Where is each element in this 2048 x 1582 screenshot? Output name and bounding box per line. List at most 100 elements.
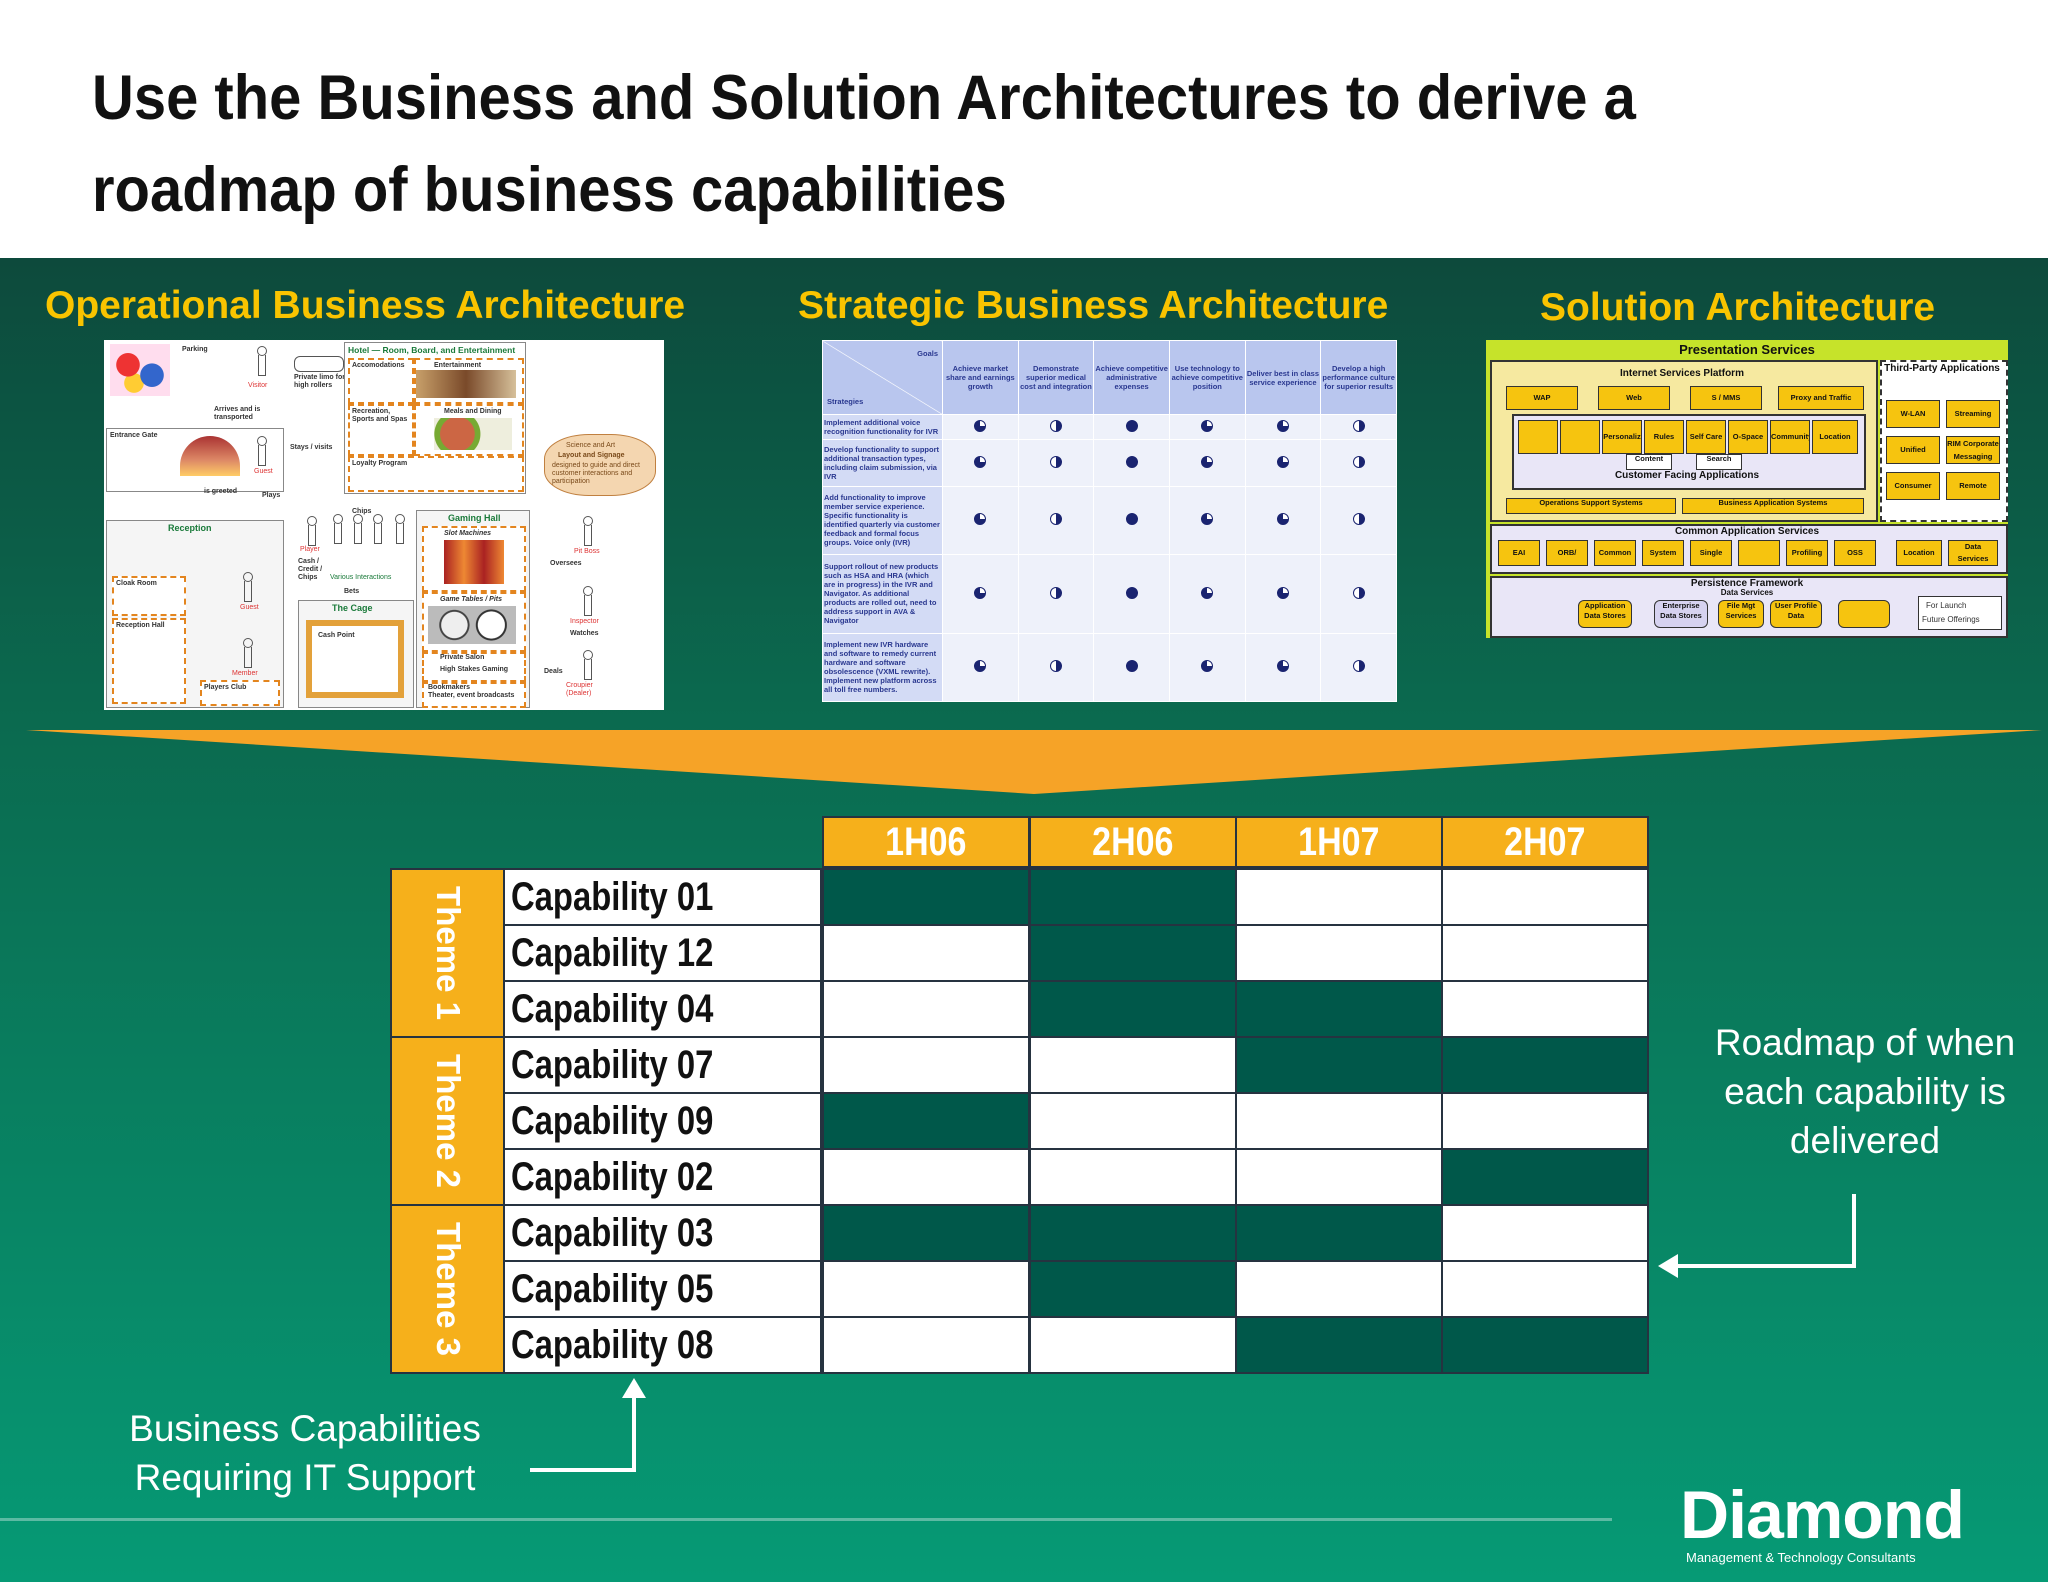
private-salon-label: Private Salon: [440, 654, 485, 661]
dice-image: [428, 606, 516, 644]
parking-label: Parking: [182, 346, 208, 353]
various-interactions-label: Various Interactions: [330, 574, 392, 581]
harvey-ball-icon: [1352, 660, 1365, 673]
score-cell: [1168, 632, 1246, 702]
reception-hall-label: Reception Hall: [116, 622, 165, 629]
presentation-services-label: Presentation Services: [1679, 342, 1815, 357]
cash-point-label: Cash Point: [318, 632, 355, 639]
consumer-block: Consumer Messaging: [1886, 472, 1940, 500]
score-cell: [1320, 485, 1397, 555]
bets-label: Bets: [344, 588, 360, 595]
self-care-block: Self Care: [1686, 420, 1726, 454]
meals-image: [434, 418, 512, 450]
period-header: 1H07: [1235, 816, 1443, 868]
plays-label: Plays: [262, 492, 281, 499]
harvey-ball-icon: [974, 455, 987, 468]
delivery-cell-empty: [1441, 1260, 1649, 1318]
recreation-label: Recreation, Sports and Spas: [352, 408, 408, 423]
capability-name-cell: Capability 09: [503, 1092, 822, 1150]
score-cell: [1017, 413, 1095, 441]
strategy-row: Implement additional voice recognition f…: [822, 413, 1397, 441]
theme-group: Theme 3: [390, 1204, 505, 1374]
strategy-goals-matrix: Goals Strategies Achieve market share an…: [822, 340, 1397, 702]
players-club-label: Players Club: [204, 684, 247, 691]
delivery-cell-empty: [1441, 924, 1649, 982]
goal-header: Develop a high performance culture for s…: [1320, 340, 1397, 415]
loyalty-box: [348, 456, 524, 492]
entrance-gate-label: Entrance Gate: [110, 432, 158, 439]
delivery-cell-empty: [822, 1036, 1030, 1094]
delivery-cell-empty: [1441, 1204, 1649, 1262]
profiling-block: Profiling: [1786, 540, 1828, 566]
capability-label: Capability 09: [511, 1099, 714, 1143]
theme-label: Theme 3: [429, 1222, 467, 1356]
recreation-box: [348, 404, 414, 456]
delivery-cell-empty: [1441, 868, 1649, 926]
strategy-label: Implement new IVR hardware and software …: [822, 632, 943, 702]
delivery-cell-filled: [1235, 1204, 1443, 1262]
delivery-cell-empty: [822, 1316, 1030, 1374]
accomodations-box: [348, 358, 414, 404]
delivery-cell-empty: [1029, 1092, 1237, 1150]
location-block: Location: [1812, 420, 1858, 454]
o-space-block: O-Space: [1728, 420, 1768, 454]
harvey-ball-icon: [974, 420, 987, 433]
inspector-label: Inspector: [570, 618, 599, 625]
goal-header: Deliver best in class service experience: [1244, 340, 1322, 415]
goal-header: Achieve competitive administrative expen…: [1093, 340, 1170, 415]
oversees-label: Oversees: [550, 560, 582, 567]
private-salon-box: [422, 652, 526, 682]
footer-rule: [0, 1518, 1612, 1521]
harvey-ball-icon: [1276, 586, 1289, 599]
meals-label: Meals and Dining: [444, 408, 502, 415]
entrance-gate-image: [180, 436, 240, 476]
delivery-cell-empty: [822, 924, 1030, 982]
player-figure: [304, 516, 318, 546]
private-limo-label: Private limo for high rollers: [294, 374, 345, 389]
score-cell: [1320, 439, 1397, 487]
score-cell: [1093, 632, 1170, 702]
cloak-room-label: Cloak Room: [116, 580, 157, 587]
delivery-cell-filled: [822, 1092, 1030, 1150]
capability-name-cell: Capability 04: [503, 980, 822, 1038]
players-club-box: [200, 680, 280, 706]
harvey-ball-icon: [1201, 513, 1214, 526]
delivery-cell-filled: [1441, 1036, 1649, 1094]
deals-label: Deals: [544, 668, 563, 675]
delivery-cell-filled: [1441, 1316, 1649, 1374]
delivery-cell-empty: [1235, 1260, 1443, 1318]
delivery-cell-empty: [1441, 980, 1649, 1038]
croupier-label: Croupier (Dealer): [566, 682, 593, 697]
period-label: 1H07: [1298, 820, 1380, 864]
high-stakes-label: High Stakes Gaming: [440, 666, 509, 673]
app-block: [1738, 540, 1780, 566]
strategy-row: Develop functionality to support additio…: [822, 439, 1397, 487]
harvey-ball-icon: [1352, 513, 1365, 526]
harvey-ball-icon: [1049, 455, 1062, 468]
capability-name-cell: Capability 01: [503, 868, 822, 926]
harvey-ball-icon: [1201, 660, 1214, 673]
capability-name-cell: Capability 05: [503, 1260, 822, 1318]
capabilities-note: Business Capabilities Requiring IT Suppo…: [129, 1408, 481, 1498]
period-header: 1H06: [822, 816, 1030, 868]
player-label: Player: [300, 546, 320, 553]
section-heading-solution: Solution Architecture: [1540, 286, 1936, 329]
rim-block: RIM Corporate Messaging: [1946, 436, 2000, 464]
score-cell: [1017, 553, 1095, 634]
data-store: [1838, 600, 1890, 628]
capability-name-cell: Capability 12: [503, 924, 822, 982]
content-block: Content: [1626, 454, 1672, 470]
strategy-label: Add functionality to improve member serv…: [822, 485, 943, 555]
score-cell: [1320, 553, 1397, 634]
internet-platform-label: Internet Services Platform: [1620, 368, 1744, 379]
harvey-ball-icon: [1201, 420, 1214, 433]
legend-future: Future Offerings: [1922, 615, 1980, 624]
member-label: Member: [232, 670, 258, 677]
delivery-cell-filled: [1235, 980, 1443, 1038]
capability-name-cell: Capability 02: [503, 1148, 822, 1206]
oss-block: Operations Support Systems: [1506, 498, 1676, 514]
reception-label: Reception: [168, 523, 212, 533]
score-cell: [1093, 485, 1170, 555]
common-app-label: Common Application Services: [1674, 526, 1820, 537]
score-cell: [1244, 413, 1322, 441]
